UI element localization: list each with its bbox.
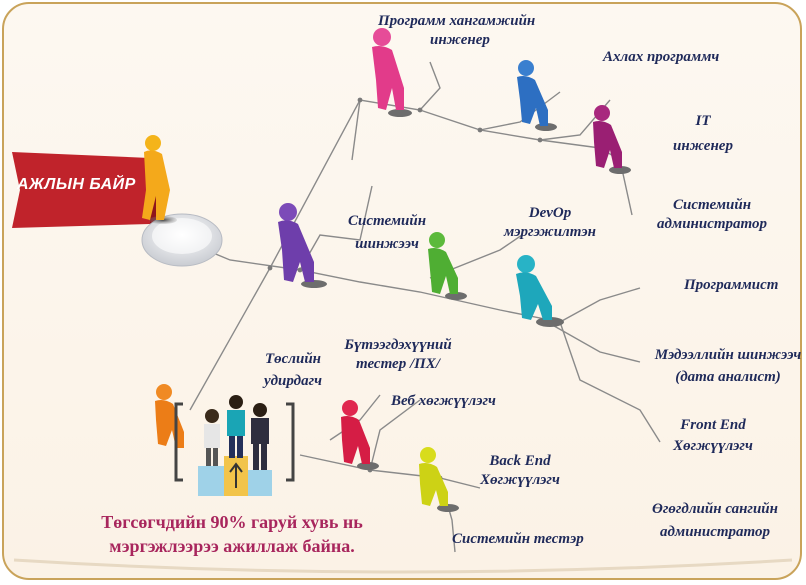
label-web-developer: Веб хөгжүүлэгч [391,393,496,409]
label-back-end-developer: Back End Хөгжүүлэгч [480,453,560,488]
label-software-support-engineer: Программ хангамжийн инженер [378,13,536,48]
label-ux-tester: Бүтээгдэхүүний тестер /ПХ/ [344,337,452,372]
yellow-person-icon [142,135,177,224]
person-figures [142,28,631,512]
cyan-person-icon [516,255,564,327]
label-systems-analyst: Системийн шинжээч [347,213,427,252]
blue-person-icon [517,60,557,131]
label-system-tester: Системийн тестэр [452,531,584,547]
green-person-icon [428,232,467,300]
frame-shadow [13,558,793,574]
team-podium-graphic [174,395,295,496]
label-front-end-developer: Front End Хөгжүүлэгч [673,417,753,454]
graduate-employment-statement: Төгсөгчдийн 90% гаруй хувь нь мэргэжлээр… [101,512,363,556]
label-devops: DevOp мэргэжилтэн [504,205,596,240]
purple-magenta-person-icon [593,105,631,174]
label-lead-programmer: Ахлах программч [603,49,720,65]
label-project-manager: Төслийн удирдагч [263,351,323,389]
label-system-administrator: Системийн администратор [656,197,768,232]
label-it-engineer: IT инженер [673,113,733,154]
pink-person-icon [372,28,412,117]
crimson-person-icon [341,400,379,470]
label-database-administrator: Өгөгдлийн сангийн администратор [652,501,778,540]
label-programmer: Программист [684,277,779,293]
job-banner-label: АЖЛЫН БАЙР [17,176,136,193]
label-data-analyst: Мэдээллийн шинжээч (дата аналист) [654,347,802,385]
lime-person-icon [419,447,459,512]
purple-person-icon [278,203,327,288]
